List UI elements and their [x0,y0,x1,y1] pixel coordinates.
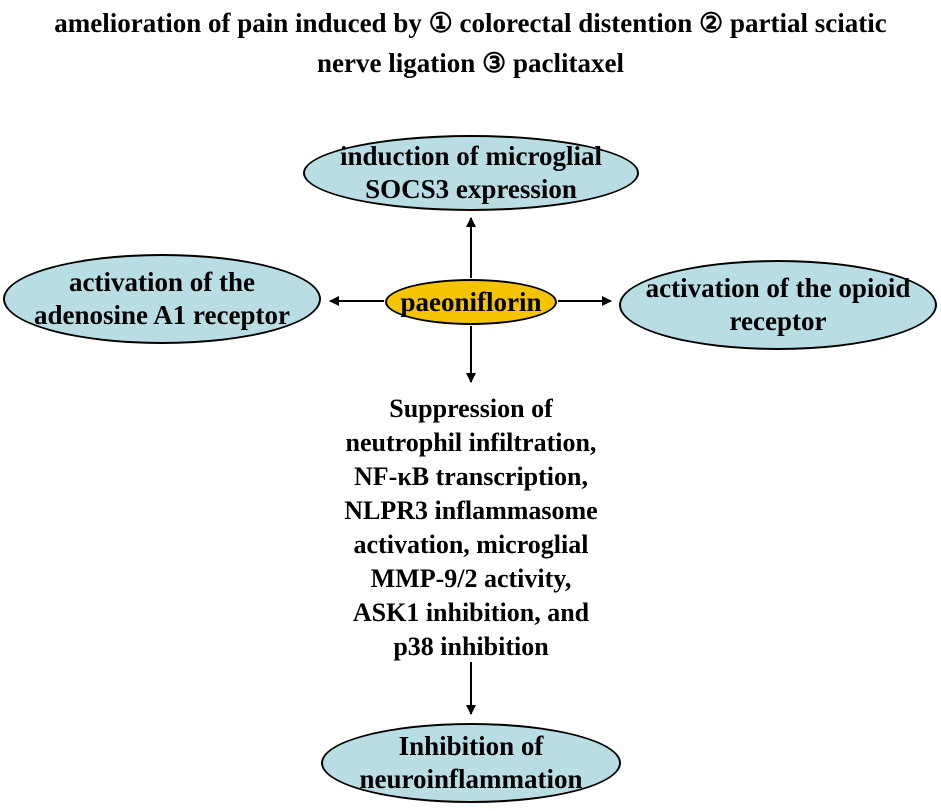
node-opioid-receptor: activation of the opioid receptor [619,260,937,350]
suppression-line: MMP-9/2 activity, [370,564,572,593]
node-microglial-socs3: induction of microglial SOCS3 expression [303,135,639,211]
diagram-title-line-1: amelioration of pain induced by ① colore… [54,8,887,38]
suppression-line: p38 inhibition [393,632,549,661]
node-paeoniflorin: paeoniflorin [385,279,557,325]
suppression-text-block: Suppression of neutrophil infiltration, … [321,392,621,664]
node-adenosine-a1-receptor: activation of the adenosine A1 receptor [3,254,321,344]
suppression-line: ASK1 inhibition, and [352,598,590,627]
suppression-line: NF-κB transcription, [354,462,588,491]
suppression-line: NLPR3 inflammasome [344,496,598,525]
suppression-line: neutrophil infiltration, [345,428,597,457]
suppression-line: activation, microglial [353,530,589,559]
suppression-line: Suppression of [389,394,553,423]
diagram-title-line-2: nerve ligation ③ paclitaxel [317,48,624,78]
node-neuroinflammation-inhibition: Inhibition of neuroinflammation [321,723,621,803]
